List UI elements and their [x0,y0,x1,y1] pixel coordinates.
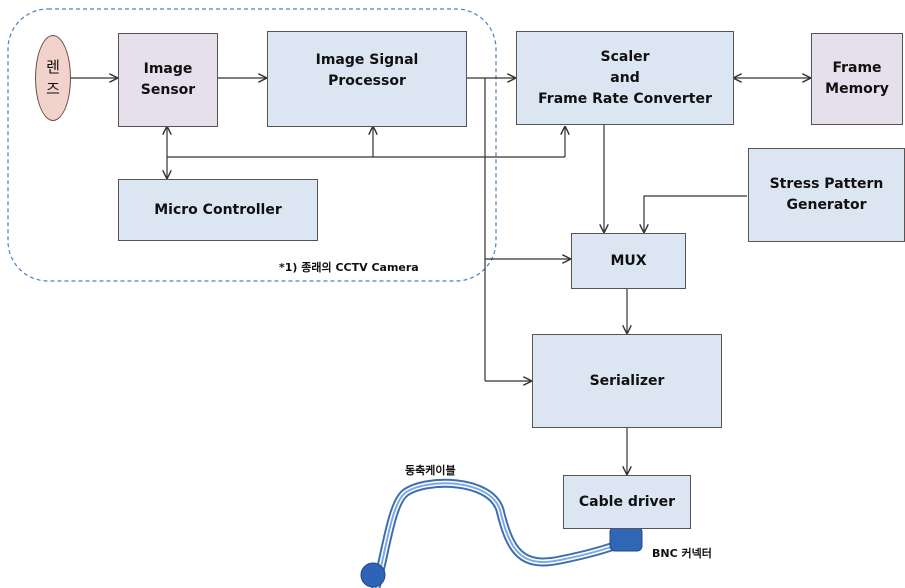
lens-label: 렌 즈 [46,58,60,98]
image-sensor-label: Image Sensor [140,61,196,98]
scaler-box: Scaler and Frame Rate Converter [516,31,734,125]
mux-box: MUX [571,233,686,289]
bnc-connector [609,526,643,552]
isp-box: Image Signal Processor [267,31,467,127]
arrow-stress-to-mux [644,195,747,232]
cable-driver-box: Cable driver [563,475,691,529]
stress-pattern-label: Stress Pattern Generator [769,176,884,213]
stress-pattern-box: Stress Pattern Generator [748,148,905,242]
micro-controller-label: Micro Controller [154,201,282,218]
cable-driver-label: Cable driver [578,493,676,510]
scaler-label: Scaler and Frame Rate Converter [538,48,712,107]
cctv-group-label: *1) 종래의 CCTV Camera [279,261,419,274]
image-sensor-box: Image Sensor [118,33,218,127]
lens-node: 렌 즈 [35,35,71,121]
cable-end-connector [360,562,386,588]
serializer-label: Serializer [589,372,665,389]
cctv-group-border [7,8,497,282]
coax-cable-label: 동축케이블 [405,464,456,477]
frame-memory-box: Frame Memory [811,33,903,125]
bnc-connector-label: BNC 커넥터 [652,547,712,560]
serializer-box: Serializer [532,334,722,428]
micro-controller-box: Micro Controller [118,179,318,241]
isp-label: Image Signal Processor [315,52,419,89]
frame-memory-label: Frame Memory [825,60,889,97]
mux-label: MUX [610,252,647,269]
